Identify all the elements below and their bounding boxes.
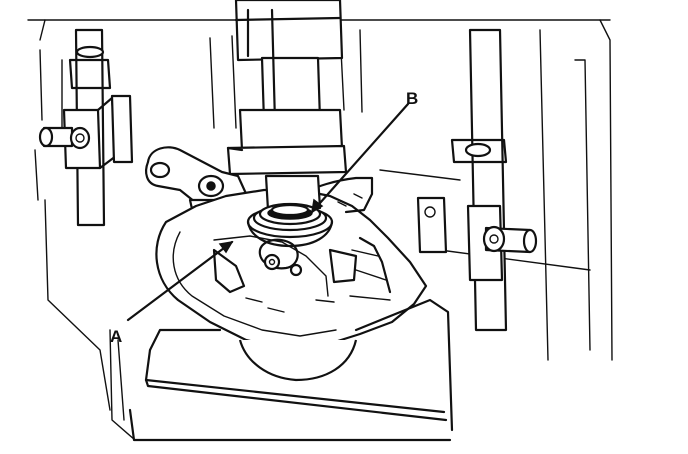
right-guide-post xyxy=(416,28,538,332)
callout-b: B xyxy=(310,89,418,214)
hub-bearing xyxy=(246,174,334,248)
callout-b-label: B xyxy=(406,89,418,108)
callout-a-label: A xyxy=(110,327,122,346)
press-frame xyxy=(27,19,613,441)
support-fixture xyxy=(117,298,454,442)
callout-a: A xyxy=(110,240,234,346)
left-guide-post xyxy=(38,28,134,227)
backing-plate xyxy=(155,176,428,352)
press-ram xyxy=(226,0,348,176)
